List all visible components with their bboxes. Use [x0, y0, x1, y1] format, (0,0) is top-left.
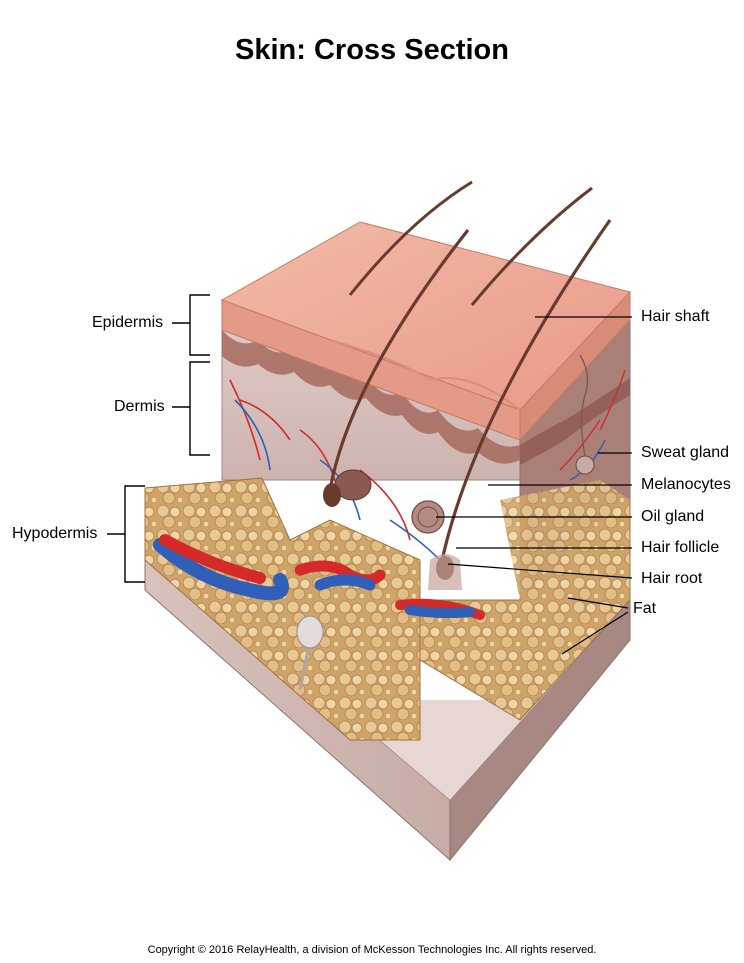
leader-lines: [436, 316, 633, 655]
glands: [296, 354, 595, 691]
hairs: [323, 180, 612, 590]
label-sweat-gland: Sweat gland: [641, 444, 730, 461]
diagram-title: Skin: Cross Section: [235, 34, 509, 66]
copyright-notice: Copyright © 2016 RelayHealth, a division…: [147, 944, 597, 956]
label-hair-root: Hair root: [641, 570, 703, 587]
label-hypodermis: Hypodermis: [12, 525, 98, 542]
label-melanocytes: Melanocytes: [641, 476, 731, 493]
blood-vessels: [153, 369, 626, 620]
left-brackets: [107, 294, 210, 583]
label-fat: Fat: [633, 600, 657, 617]
label-hair-follicle: Hair follicle: [641, 539, 720, 556]
label-hair-shaft: Hair shaft: [641, 308, 710, 325]
label-oil-gland: Oil gland: [641, 508, 705, 525]
epidermis-layer: [220, 221, 631, 442]
label-epidermis: Epidermis: [92, 314, 164, 331]
label-dermis: Dermis: [114, 398, 165, 415]
